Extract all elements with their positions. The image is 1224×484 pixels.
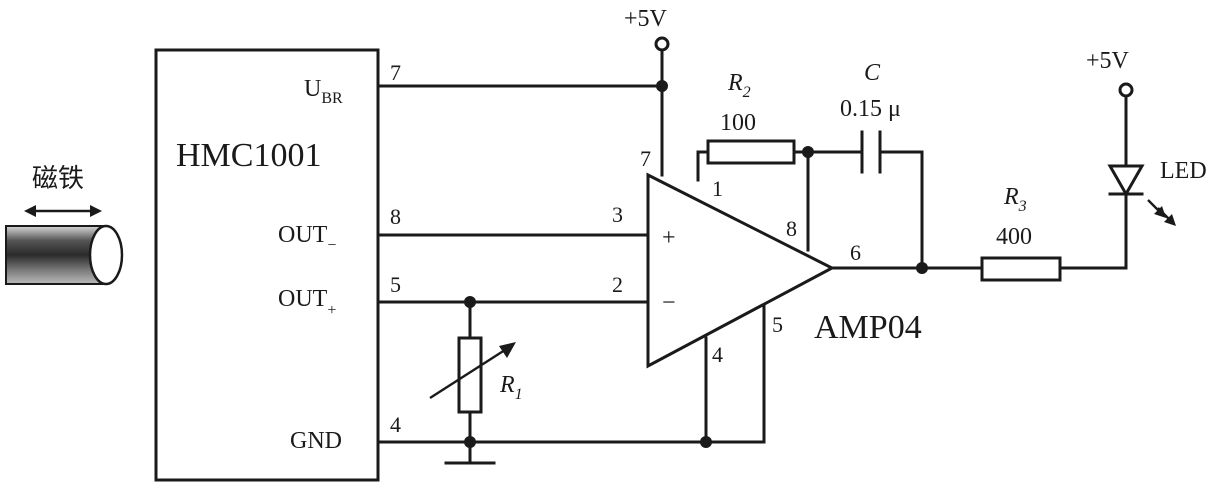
amp-pin-5: 5 [772,312,783,337]
pin-gnd-number: 4 [390,412,401,437]
supply-top-label: +5V [624,6,668,32]
resistor-r1 [457,336,483,414]
amp-minus-sign: − [662,290,676,316]
pin-ubr-label: UBR [304,76,343,107]
supply-right-terminal [1118,82,1134,98]
led-emission-arrows [1147,199,1176,226]
r2-label: R2 [727,70,751,101]
led-label: LED [1160,158,1207,184]
r3-label: R3 [1003,184,1027,215]
magnet-label: 磁铁 [32,164,84,194]
amp-pin-6: 6 [850,240,861,265]
led-diode [1107,164,1145,198]
supply-top-terminal [654,36,670,52]
capacitor-value: 0.15 μ [840,96,901,122]
amp-name: AMP04 [814,309,922,346]
amp-pin-2: 2 [612,272,623,297]
amp-pin-7: 7 [640,146,651,171]
pin-ubr-number: 7 [390,60,401,85]
junction-gnd-r1 [464,436,476,448]
resistor-r3 [980,256,1062,282]
amp-pin-8: 8 [786,216,797,241]
junction-output [916,262,928,274]
magnet [5,205,124,286]
r3-value: 400 [996,224,1032,250]
amp-pin-3: 3 [612,202,623,227]
amp-plus-sign: + [662,225,676,251]
pin-out-plus-number: 5 [390,272,401,297]
r1-label: R1 [499,372,523,403]
pin-out-minus-label: OUT− [278,222,336,254]
amp-pin-1: 1 [712,176,723,201]
pin-out-minus-number: 8 [390,204,401,229]
pin-gnd-label: GND [290,428,342,454]
amp-pin-4: 4 [712,342,723,367]
sensor-name: HMC1001 [176,137,321,174]
resistor-r2 [706,139,796,165]
supply-right-label: +5V [1086,48,1130,74]
r2-value: 100 [720,110,756,136]
r1-variable-arrow [429,346,509,400]
capacitor-label: C [864,60,881,86]
hmc1001-chip [154,48,380,482]
pin-out-plus-label: OUT+ [278,286,336,319]
amp04-opamp [646,172,836,369]
